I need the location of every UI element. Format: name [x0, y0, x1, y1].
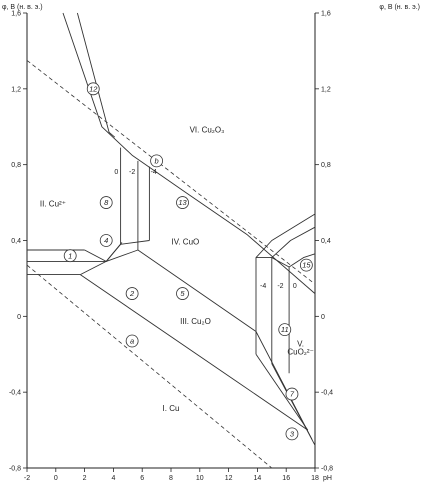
circled-marker — [285, 427, 299, 441]
concentration-label: -4 — [151, 169, 157, 176]
water-stability-line — [26, 60, 316, 285]
y-axis-title-left: φ, B (н. в. э.) — [2, 4, 43, 11]
x-tick-label: 10 — [196, 475, 204, 482]
region-label: V. — [297, 340, 304, 349]
circled-marker — [86, 82, 100, 96]
equilibrium-line — [120, 240, 150, 245]
region-label: I. Cu — [163, 404, 180, 413]
x-tick-label: 16 — [282, 475, 290, 482]
y-tick-label-left: 0 — [17, 314, 21, 321]
circled-marker — [99, 234, 113, 247]
circled-marker-label: 1 — [68, 251, 72, 260]
concentration-label: -2 — [129, 169, 135, 176]
y-tick-label-right: 1,2 — [321, 86, 331, 93]
concentration-label: -4 — [260, 283, 266, 290]
circled-marker — [176, 196, 189, 209]
region-label: VI. Cu₂O₃ — [190, 125, 225, 134]
y-tick-label-left: 0,4 — [11, 238, 21, 245]
circled-marker-label: a — [130, 337, 134, 346]
x-tick-label: 4 — [111, 475, 115, 482]
equilibrium-line — [255, 213, 316, 355]
y-tick-label-left: 1,2 — [11, 86, 21, 93]
equilibrium-line — [288, 253, 316, 374]
circled-marker — [99, 196, 113, 209]
circled-marker — [125, 334, 139, 348]
region-label: CuO₂²⁻ — [287, 347, 313, 356]
equilibrium-line — [80, 260, 107, 276]
x-axis-title: pH — [323, 475, 332, 482]
concentration-label: 0 — [114, 169, 118, 176]
x-tick-label: 18 — [311, 475, 319, 482]
equilibrium-line — [62, 12, 316, 294]
y-tick-label-right: 0 — [321, 314, 325, 321]
concentration-label: 0 — [293, 283, 297, 290]
x-tick-label: 2 — [83, 475, 87, 482]
x-tick-label: -2 — [24, 475, 30, 482]
x-tick-label: 6 — [140, 475, 144, 482]
equilibrium-line — [255, 354, 309, 431]
circled-marker — [125, 287, 139, 300]
series-lines — [26, 12, 316, 469]
y-tick-label-right: 0,4 — [321, 238, 331, 245]
circled-marker — [150, 154, 164, 168]
equilibrium-line — [80, 274, 309, 431]
circled-marker — [63, 249, 77, 263]
equilibrium-line — [105, 242, 123, 262]
circled-marker-label: 15 — [302, 261, 311, 270]
y-tick-label-left: 0,8 — [11, 162, 21, 169]
circled-marker-label: 4 — [104, 236, 108, 245]
circled-marker-label: 5 — [180, 289, 185, 298]
circled-marker-label: 13 — [178, 198, 187, 207]
circled-marker-label: 7 — [290, 390, 295, 399]
circled-marker-label: 2 — [129, 289, 135, 298]
circled-marker-label: 12 — [89, 84, 98, 93]
circled-marker — [299, 258, 313, 272]
y-axis-title-right: φ, B (н. в. э.) — [379, 4, 420, 11]
circled-marker-label: 8 — [104, 198, 109, 207]
region-label: III. Cu₂O — [180, 317, 211, 326]
region-label: IV. CuO — [172, 237, 200, 246]
x-tick-label: 0 — [54, 475, 58, 482]
equilibrium-line — [271, 363, 316, 446]
y-tick-label-left: 1,6 — [11, 11, 21, 18]
y-tick-label-right: -0,8 — [321, 466, 333, 473]
region-labels: VI. Cu₂O₃ II. Cu²⁺ IV. CuO III. Cu₂O I. Cu V.… — [40, 125, 314, 413]
x-tick-label: 12 — [225, 475, 233, 482]
equilibrium-line — [271, 226, 316, 364]
y-tick-label-right: 0,8 — [321, 162, 331, 169]
y-tick-label-left: -0,4 — [9, 390, 21, 397]
x-tick-label: 8 — [169, 475, 173, 482]
circled-marker-label: b — [155, 156, 159, 165]
circled-marker-label: 3 — [290, 429, 295, 438]
circled-marker — [176, 287, 189, 300]
y-tick-label-right: -0,4 — [321, 390, 333, 397]
y-tick-label-right: 1,6 — [321, 11, 331, 18]
circled-marker-label: 11 — [281, 325, 289, 334]
x-tick-label: 14 — [254, 475, 262, 482]
equilibrium-line — [256, 257, 290, 268]
circled-marker — [278, 323, 292, 337]
equilibrium-line — [76, 12, 116, 138]
y-tick-label-left: -0,8 — [9, 466, 21, 473]
water-stability-line — [26, 264, 273, 469]
circled-marker — [285, 387, 299, 401]
concentration-label: -2 — [277, 283, 283, 290]
region-label: II. Cu²⁺ — [40, 199, 66, 208]
